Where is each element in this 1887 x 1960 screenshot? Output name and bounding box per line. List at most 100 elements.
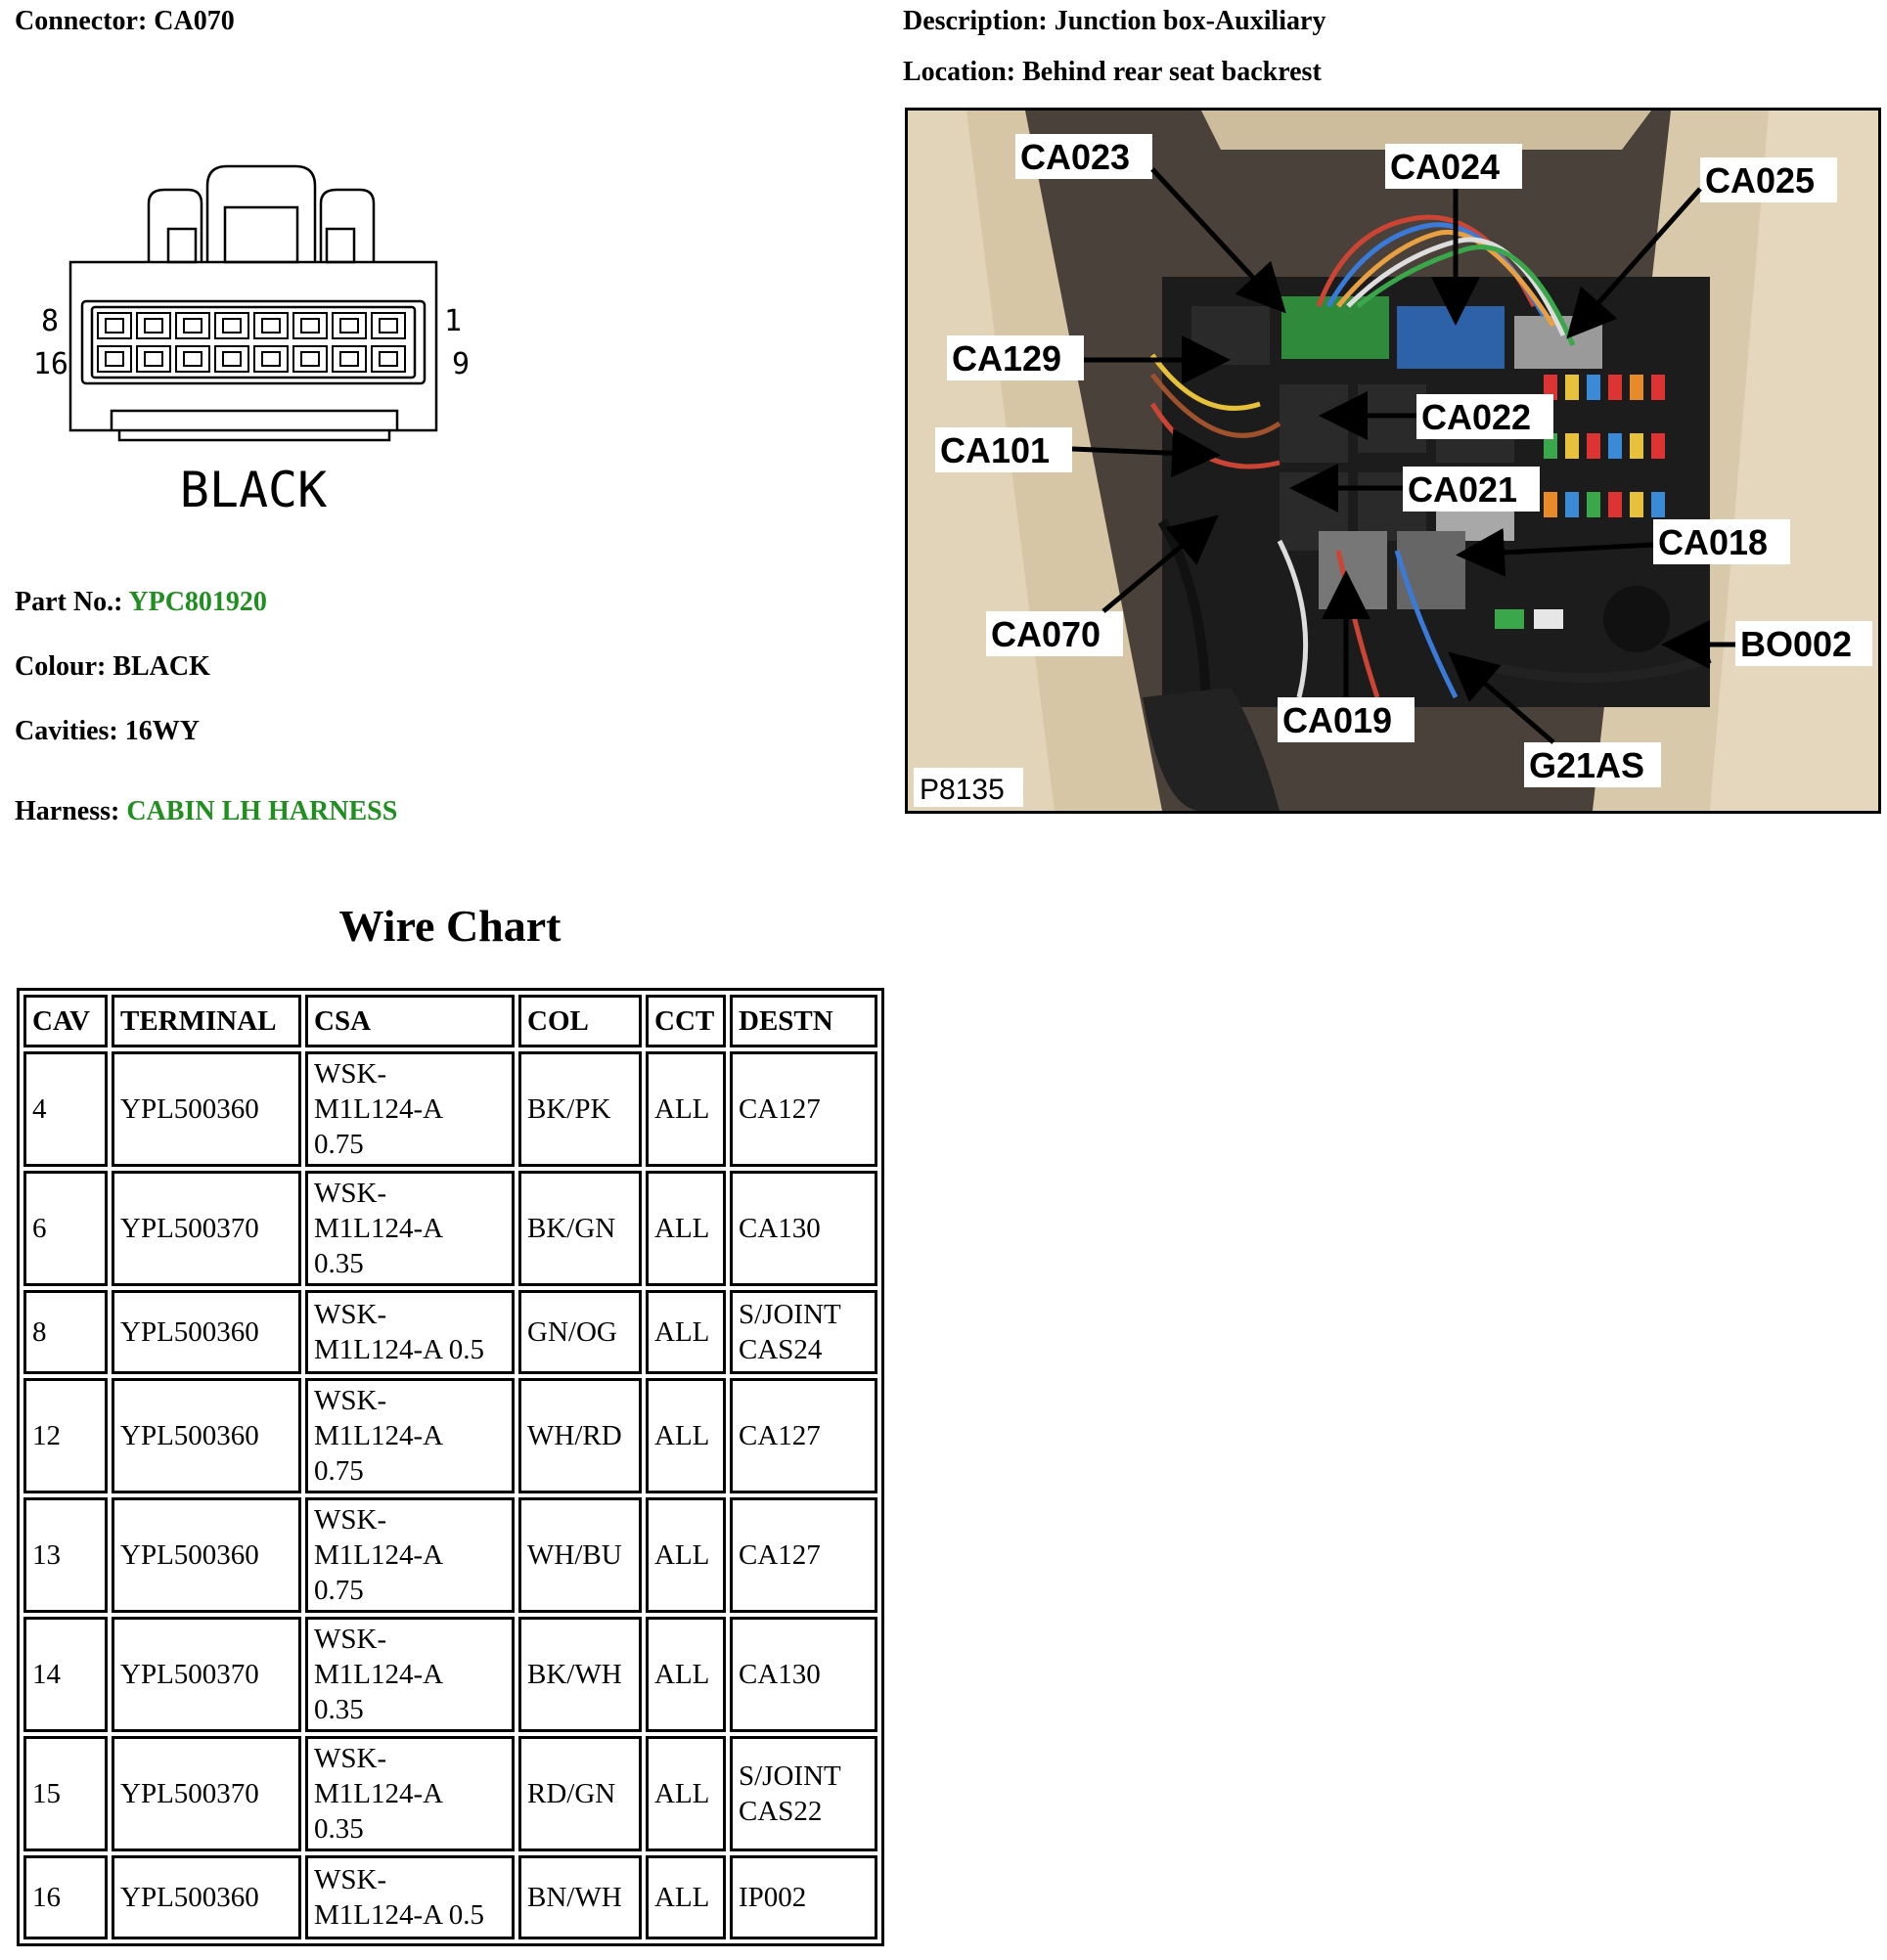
- cavity-terminal-slot: [261, 351, 281, 367]
- cell-csa-line: M1L124-A 0.5: [314, 1899, 484, 1931]
- cell-terminal: YPL500360: [112, 1051, 301, 1167]
- cell-cav: 8: [23, 1290, 108, 1374]
- location-label: Location:: [903, 57, 1016, 87]
- cavities-info: Cavities: 16WY: [15, 716, 200, 747]
- cavity-terminal-slot: [105, 351, 124, 367]
- cavity: [97, 312, 132, 339]
- cell-col: WH/RD: [518, 1378, 642, 1493]
- cell-destn: IP002: [730, 1855, 877, 1939]
- cell-csa-line: M1L124-A: [314, 1420, 444, 1451]
- cell-cav: 13: [23, 1497, 108, 1613]
- part-no-label: Part No.:: [15, 587, 123, 617]
- header-destn: DESTN: [730, 995, 877, 1047]
- callout-ca024: CA024: [1385, 144, 1522, 326]
- part-no-info: Part No.: YPC801920: [15, 587, 267, 618]
- cell-col: GN/OG: [518, 1290, 642, 1374]
- pin-label-right-bottom: 9: [452, 347, 470, 381]
- cell-csa-line: M1L124-A: [314, 1659, 444, 1690]
- cavity-terminal-slot: [261, 318, 281, 334]
- cell-csa-line: 0.35: [314, 1813, 364, 1845]
- cavity-terminal-slot: [379, 318, 398, 334]
- cell-terminal: YPL500360: [112, 1378, 301, 1493]
- cell-destn: CA130: [730, 1617, 877, 1732]
- cavity-terminal-slot: [105, 318, 124, 334]
- callout-ca023: CA023: [1015, 134, 1286, 314]
- cell-col: BK/PK: [518, 1051, 642, 1167]
- cavity: [97, 345, 132, 373]
- cavity-terminal-slot: [300, 318, 320, 334]
- callout-bo002: BO002: [1661, 620, 1872, 669]
- cell-csa-line: M1L124-A: [314, 1778, 444, 1809]
- cell-cct: ALL: [646, 1171, 726, 1286]
- cell-terminal: YPL500370: [112, 1736, 301, 1851]
- bo002-ground-ball: [1603, 586, 1670, 652]
- cell-cct: ALL: [646, 1617, 726, 1732]
- svg-text:CA021: CA021: [1408, 469, 1517, 510]
- location-info: Location: Behind rear seat backrest: [903, 57, 1322, 88]
- cell-csa: WSK-M1L124-A 0.5: [305, 1290, 515, 1374]
- cavity-terminal-slot: [222, 318, 242, 334]
- svg-text:CA025: CA025: [1705, 160, 1815, 200]
- cell-destn-line: CAS24: [739, 1334, 823, 1365]
- cell-csa-line: 0.75: [314, 1455, 364, 1487]
- colour-value: BLACK: [112, 651, 210, 682]
- connector-colour-text: BLACK: [180, 462, 328, 518]
- description-value: Junction box-Auxiliary: [1054, 6, 1326, 36]
- cell-col: BK/GN: [518, 1171, 642, 1286]
- cell-csa-line: WSK-: [314, 1299, 387, 1330]
- connector-latch-right: [319, 188, 376, 262]
- connector-face-diagram: 8 16 1 9 BLACK: [33, 164, 470, 518]
- cell-csa-line: M1L124-A: [314, 1539, 444, 1571]
- cell-col: BN/WH: [518, 1855, 642, 1939]
- harness-info: Harness: CABIN LH HARNESS: [15, 796, 397, 827]
- header-terminal: TERMINAL: [112, 995, 301, 1047]
- cell-destn-line: CA127: [739, 1420, 821, 1451]
- cell-csa-line: WSK-: [314, 1504, 387, 1536]
- cell-terminal: YPL500360: [112, 1497, 301, 1613]
- cell-destn-line: CA127: [739, 1093, 821, 1125]
- cell-csa: WSK-M1L124-A 0.5: [305, 1855, 515, 1939]
- cavities-value: 16WY: [124, 716, 200, 746]
- blue-connector: [1397, 306, 1505, 369]
- cell-csa-line: M1L124-A: [314, 1213, 444, 1244]
- svg-text:G21AS: G21AS: [1529, 745, 1644, 785]
- part-no-link[interactable]: YPC801920: [128, 587, 267, 617]
- callout-ca025: CA025: [1566, 157, 1837, 339]
- cavity-terminal-slot: [300, 351, 320, 367]
- cell-cct: ALL: [646, 1051, 726, 1167]
- cell-destn-line: CA130: [739, 1213, 821, 1244]
- cell-cav: 15: [23, 1736, 108, 1851]
- cavity-terminal-slot: [379, 351, 398, 367]
- header-cav: CAV: [23, 995, 108, 1047]
- cell-cav: 6: [23, 1171, 108, 1286]
- cell-destn: CA130: [730, 1171, 877, 1286]
- cell-csa-line: 0.35: [314, 1694, 364, 1725]
- cell-col: BK/WH: [518, 1617, 642, 1732]
- cell-terminal: YPL500360: [112, 1855, 301, 1939]
- photo-ref-label: P8135: [914, 768, 1023, 807]
- cavity: [253, 312, 289, 339]
- cell-col: WH/BU: [518, 1497, 642, 1613]
- cavity: [214, 312, 249, 339]
- cell-destn-line: S/JOINT: [739, 1760, 841, 1792]
- cell-terminal: YPL500370: [112, 1171, 301, 1286]
- cavity: [292, 345, 328, 373]
- callout-ca019: CA019: [1278, 570, 1415, 742]
- description-label: Description:: [903, 6, 1048, 36]
- harness-link[interactable]: CABIN LH HARNESS: [126, 796, 398, 826]
- cavity-grid: [97, 312, 406, 373]
- cavity: [175, 345, 210, 373]
- cavity-terminal-slot: [222, 351, 242, 367]
- location-photo: CA023 CA024 CA025 CA129 CA022: [905, 108, 1881, 814]
